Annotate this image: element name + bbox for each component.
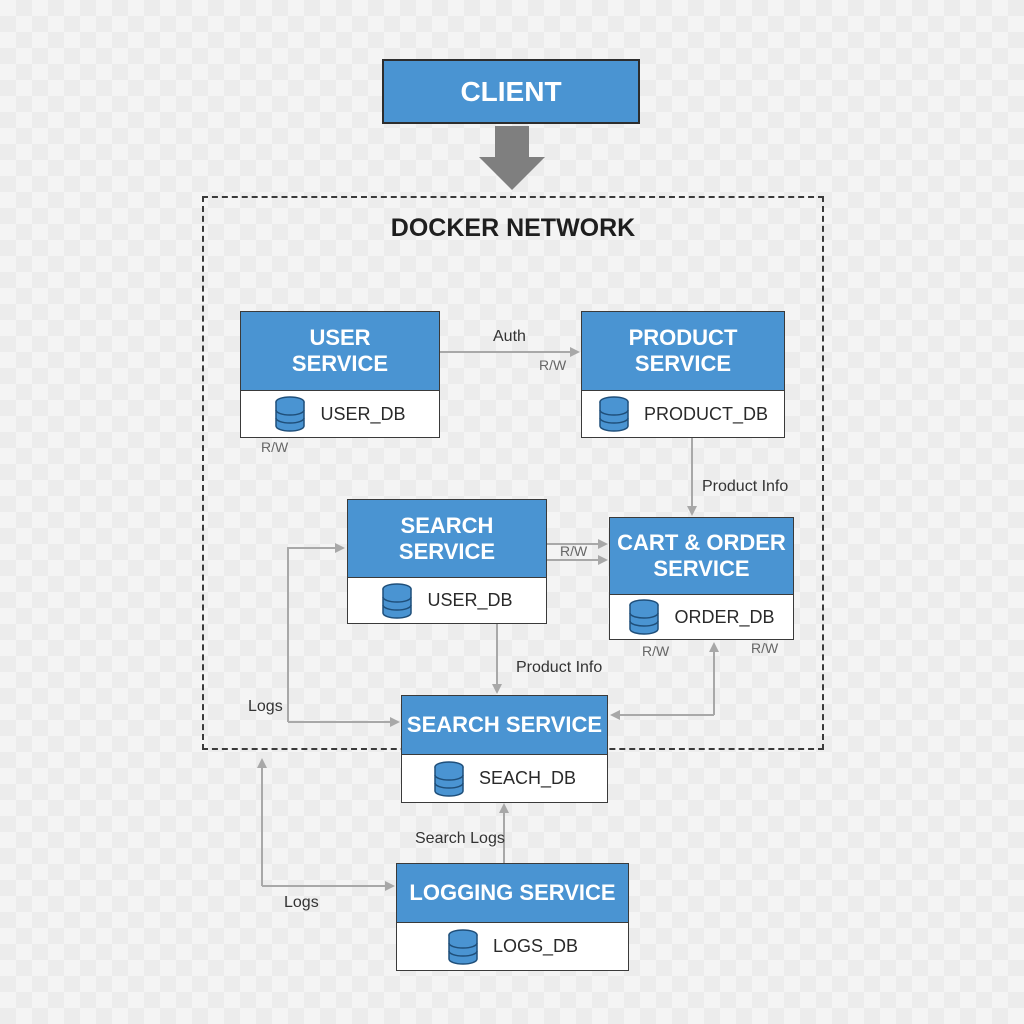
product-db-label: PRODUCT_DB bbox=[643, 403, 768, 424]
docker-network-boundary bbox=[202, 196, 824, 750]
database-icon bbox=[434, 760, 464, 797]
edge-label-product-info-right: Product Info bbox=[702, 478, 789, 495]
user-db-row: USER_DB bbox=[241, 391, 439, 437]
order-db-label: ORDER_DB bbox=[674, 606, 775, 627]
logging-service-node[interactable]: LOGGING SERVICE LOGS_DB bbox=[396, 863, 629, 971]
database-icon bbox=[382, 582, 413, 619]
client-down-arrow bbox=[479, 126, 545, 190]
edge-label-rw-cart-right: R/W bbox=[751, 640, 779, 656]
order-db-row: ORDER_DB bbox=[610, 595, 793, 639]
edge-label-rw-cart-left: R/W bbox=[642, 643, 670, 659]
seach-db-label: SEACH_DB bbox=[478, 768, 577, 788]
database-icon bbox=[275, 396, 306, 432]
docker-network-title: DOCKER NETWORK bbox=[390, 214, 636, 242]
cart-order-service-node[interactable]: CART & ORDER SERVICE ORDER_DB bbox=[609, 517, 794, 640]
search-db-row: USER_DB bbox=[348, 578, 546, 623]
seach-db-row: SEACH_DB bbox=[402, 755, 607, 802]
logs-db-label: LOGS_DB bbox=[492, 936, 579, 956]
edge-label-rw-search-cart: R/W bbox=[560, 543, 588, 559]
user-service-node[interactable]: USER SERVICE USER_DB bbox=[240, 311, 440, 438]
edge-label-rw-product: R/W bbox=[539, 357, 567, 373]
search-db-label: USER_DB bbox=[427, 590, 513, 610]
product-service-node[interactable]: PRODUCT SERVICE PRODUCT_DB bbox=[581, 311, 785, 438]
edge-label-rw-user: R/W bbox=[261, 439, 289, 455]
search-service-title: SEARCH SERVICE bbox=[348, 500, 546, 578]
product-service-title: PRODUCT SERVICE bbox=[582, 312, 784, 391]
edge-label-auth: Auth bbox=[493, 328, 526, 345]
database-icon bbox=[629, 599, 660, 635]
search-service-2-node[interactable]: SEARCH SERVICE SEACH_DB bbox=[401, 695, 608, 803]
cart-order-service-title: CART & ORDER SERVICE bbox=[610, 518, 793, 595]
edge-label-logs-left: Logs bbox=[248, 698, 283, 715]
logging-service-title: LOGGING SERVICE bbox=[397, 864, 628, 923]
logs-db-row: LOGS_DB bbox=[397, 923, 628, 970]
edge-logs-left bbox=[287, 543, 345, 722]
edge-label-logs-bottom: Logs bbox=[284, 894, 319, 911]
user-db-label: USER_DB bbox=[320, 403, 406, 424]
edge-label-search-logs: Search Logs bbox=[415, 830, 505, 847]
database-icon bbox=[599, 396, 629, 432]
product-db-row: PRODUCT_DB bbox=[582, 391, 784, 437]
edge-label-product-info-mid: Product Info bbox=[516, 659, 603, 676]
search-service-node[interactable]: SEARCH SERVICE USER_DB bbox=[347, 499, 547, 624]
client-node[interactable]: CLIENT bbox=[382, 59, 640, 124]
search-service-2-title: SEARCH SERVICE bbox=[402, 696, 607, 755]
database-icon bbox=[448, 928, 478, 965]
user-service-title: USER SERVICE bbox=[241, 312, 439, 391]
